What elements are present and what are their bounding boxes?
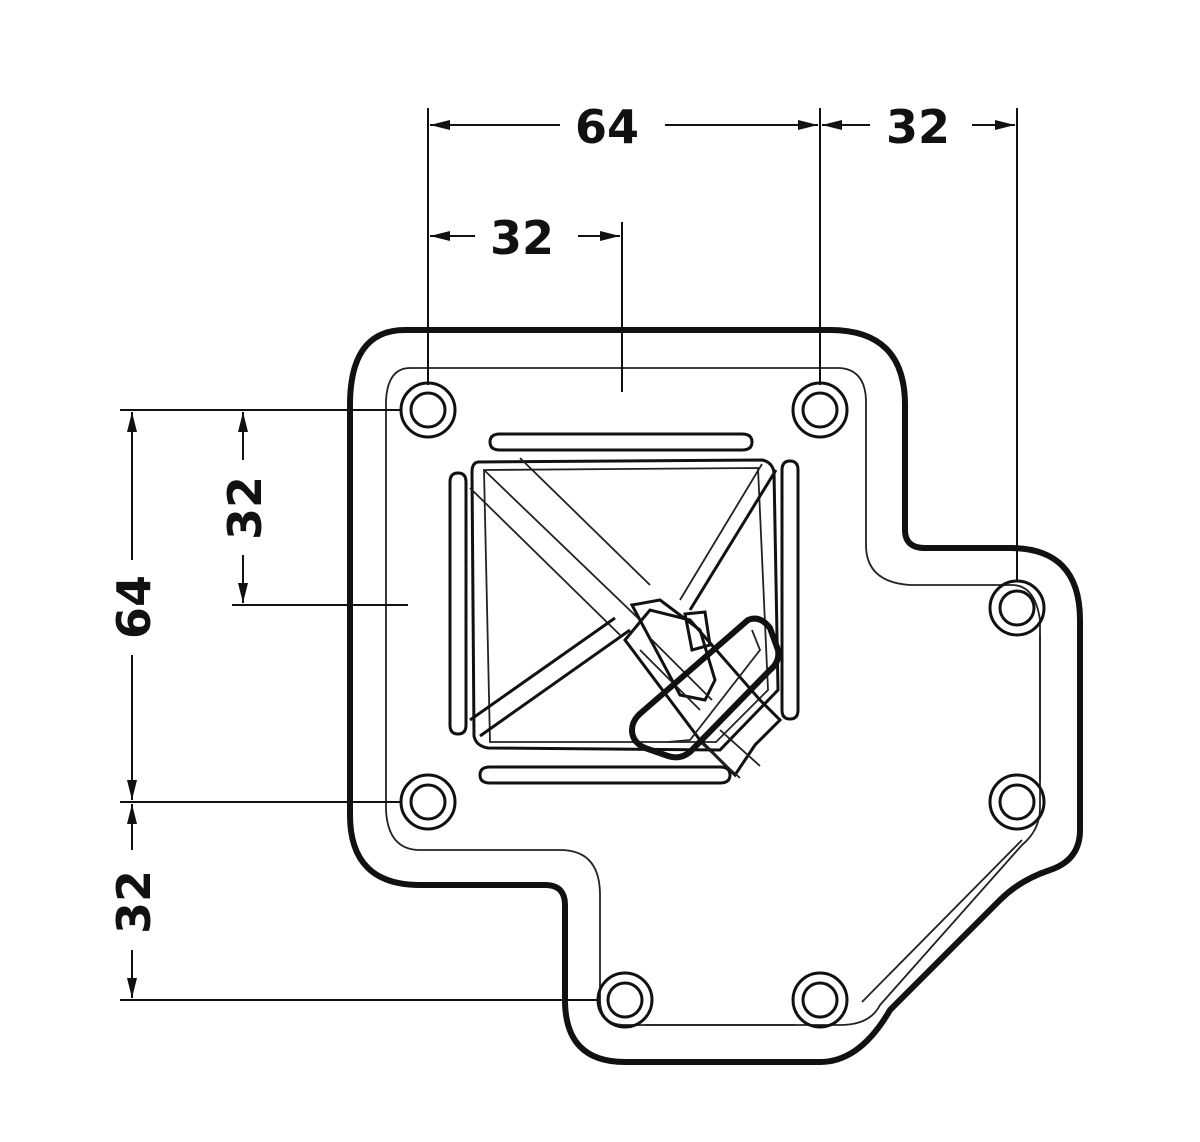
- dimension-label-top-32: 32: [886, 100, 950, 154]
- plate-outer-outline: [347, 327, 1083, 1065]
- handle-shaft-detail: [639, 637, 761, 779]
- t-handle: [623, 598, 783, 779]
- pan-bottom-slot: [478, 765, 732, 785]
- dimension-label-top-64: 64: [575, 100, 639, 154]
- mounting-hole: [399, 381, 457, 439]
- pan-left-slot: [448, 471, 468, 736]
- pan-diagonal: [519, 457, 651, 586]
- pan-top-slot: [488, 432, 754, 452]
- pan-inner-square: [470, 458, 780, 752]
- plate-inner-outline: [385, 367, 1041, 1026]
- pan-diagonal: [469, 487, 621, 636]
- plate-edge-line: [861, 839, 1023, 1003]
- pan-right-slot: [780, 459, 800, 721]
- mounting-hole: [399, 773, 457, 831]
- dimension-label-lower-32: 32: [107, 870, 161, 934]
- dimension-labels: 64 32 32 64 32 32: [107, 100, 950, 934]
- mounting-holes: [399, 381, 1046, 1029]
- pan-diagonal: [469, 616, 616, 722]
- handle-nut: [683, 610, 712, 652]
- plate: [347, 327, 1083, 1065]
- mounting-hole: [596, 971, 654, 1029]
- pan-diagonal: [483, 469, 641, 621]
- dimension-lines: [120, 108, 1018, 1001]
- handle-grip: [628, 615, 782, 761]
- handle-grip-edge: [667, 629, 762, 743]
- mounting-hole: [988, 579, 1046, 637]
- pan-diagonal: [479, 628, 631, 738]
- mounting-hole: [791, 971, 849, 1029]
- dimension-label-left-32: 32: [218, 476, 272, 540]
- dimension-label-inner-32: 32: [490, 211, 554, 265]
- mounting-hole: [988, 773, 1046, 831]
- handle-shaft: [629, 598, 717, 702]
- pan-diagonal: [679, 463, 763, 601]
- pan-diagonal: [688, 469, 778, 611]
- recessed-pan: [448, 432, 800, 785]
- pan-inner-square-edge: [483, 467, 769, 743]
- dimension-label-left-64: 64: [107, 575, 161, 639]
- mounting-hole: [791, 381, 849, 439]
